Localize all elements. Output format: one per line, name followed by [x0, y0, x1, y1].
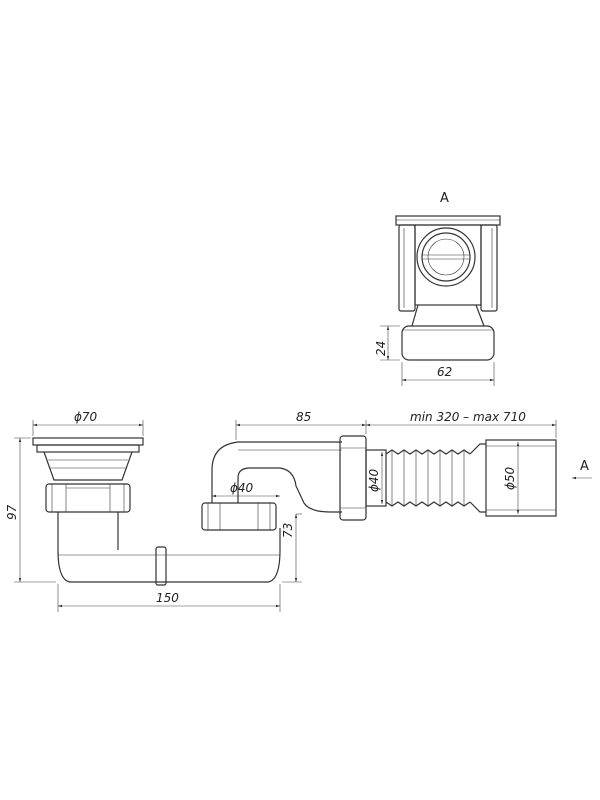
dim-85: 85 [296, 410, 311, 424]
dim-d40-hose: ϕ40 [367, 468, 381, 492]
dim-length-range: min 320 – max 710 [410, 410, 526, 424]
dim-d50: ϕ50 [503, 466, 517, 490]
dimensions: ϕ70 85 min 320 – max 710 ϕ40 ϕ40 ϕ50 97 … [5, 410, 592, 612]
dim-97: 97 [5, 504, 19, 520]
dim-62: 62 [437, 365, 452, 379]
dim-24: 24 [374, 341, 388, 356]
dim-150: 150 [156, 591, 179, 605]
dim-d40-riser: ϕ40 [230, 481, 254, 495]
view-a-projection: A 24 62 [374, 191, 501, 386]
dim-73: 73 [281, 523, 295, 538]
view-arrow-label: A [580, 459, 589, 474]
view-a-label: A [440, 191, 449, 206]
dim-d70: ϕ70 [74, 410, 98, 424]
siphon-main-view [32, 435, 557, 586]
